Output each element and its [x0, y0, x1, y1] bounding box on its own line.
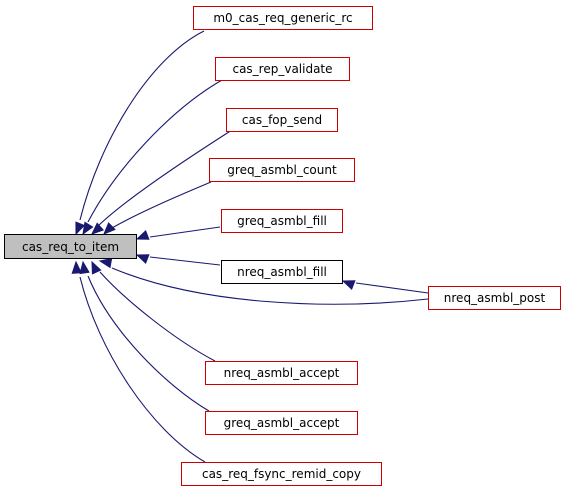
node-cas-req-to-item: cas_req_to_item: [4, 234, 137, 259]
edges: [71, 30, 429, 463]
node-cas-req-fsync-remid-copy[interactable]: cas_req_fsync_remid_copy: [181, 462, 382, 486]
edge-cas-fop-send-arrowhead: [91, 222, 105, 235]
edge-greq-asmbl-fill-arrowhead: [135, 229, 150, 240]
edge-nreq-asmbl-fill-arrowhead: [135, 254, 150, 265]
edge-nreq-asmbl-fill: [149, 256, 221, 266]
node-nreq-asmbl-accept[interactable]: nreq_asmbl_accept: [205, 361, 358, 385]
node-nreq-asmbl-post[interactable]: nreq_asmbl_post: [428, 286, 561, 310]
edge-cas-rep-validate-arrowhead: [82, 221, 94, 236]
edge-cas-req-fsync-remid-copy-arrowhead: [71, 260, 82, 274]
node-greq-asmbl-accept[interactable]: greq_asmbl_accept: [205, 411, 358, 435]
edge-nreq-asmbl-post-arrowhead: [98, 257, 113, 269]
edge-m0-cas-req-generic-rc-arrowhead: [75, 221, 86, 236]
edge-m0-cas-req-generic-rc: [79, 30, 205, 221]
node-m0-cas-req-generic-rc[interactable]: m0_cas_req_generic_rc: [193, 6, 373, 30]
edge-cas-rep-validate: [87, 79, 223, 223]
edge-greq-asmbl-fill: [149, 226, 221, 238]
edge-greq-asmbl-accept: [87, 275, 210, 412]
edge-cas-req-fsync-remid-copy: [79, 276, 206, 463]
node-greq-asmbl-count[interactable]: greq_asmbl_count: [209, 158, 355, 182]
edge-greq-asmbl-count-arrowhead: [103, 222, 116, 235]
edge-nreq-asmbl-accept-arrowhead: [91, 260, 102, 275]
edge-greq-asmbl-count: [111, 181, 212, 229]
node-greq-asmbl-fill[interactable]: greq_asmbl_fill: [221, 209, 343, 233]
node-nreq-asmbl-fill[interactable]: nreq_asmbl_fill: [221, 260, 343, 284]
edge-nreq-asmbl-post: [111, 267, 429, 305]
edge-nreq-post-to-fill: [355, 282, 429, 294]
edge-cas-fop-send: [97, 129, 233, 227]
node-cas-fop-send[interactable]: cas_fop_send: [226, 108, 338, 132]
edge-greq-asmbl-accept-arrowhead: [79, 260, 90, 275]
edge-nreq-asmbl-accept: [99, 271, 216, 362]
node-cas-rep-validate[interactable]: cas_rep_validate: [215, 57, 350, 81]
edge-nreq-post-to-fill-arrowhead: [341, 280, 356, 291]
